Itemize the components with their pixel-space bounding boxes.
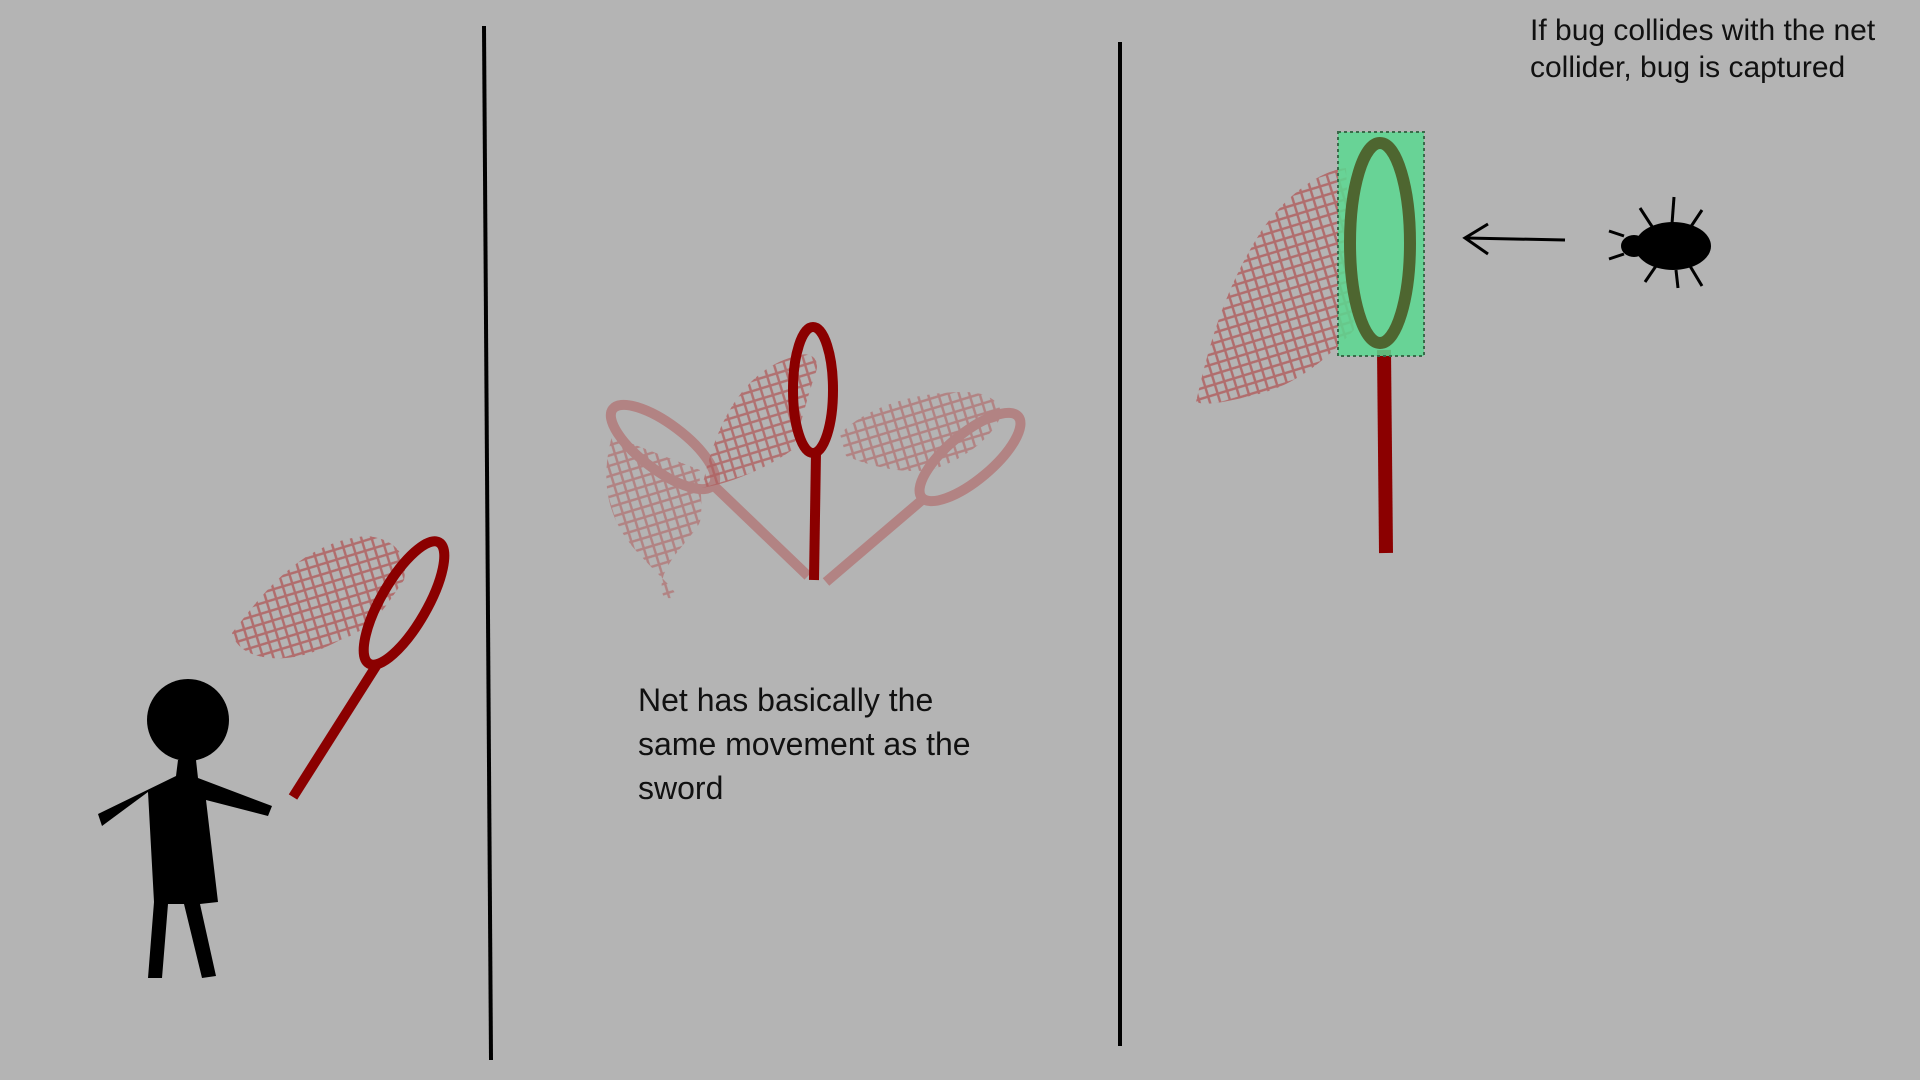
movement-note-line-2: same movement as the (638, 726, 971, 762)
capture-note: If bug collides with the net collider, b… (1530, 12, 1875, 86)
bug-net-held (232, 536, 450, 800)
net-hoop (914, 407, 1026, 507)
net-swing-center (702, 322, 838, 581)
player-body (98, 760, 272, 978)
beetle-icon (1608, 196, 1711, 289)
movement-note-line-1: Net has basically the (638, 682, 934, 718)
net-handle (809, 451, 821, 581)
capture-note-line-1: If bug collides with the net (1530, 14, 1876, 47)
movement-note: Net has basically the same movement as t… (638, 678, 971, 810)
net-mesh (1196, 168, 1354, 404)
player-head (147, 679, 229, 761)
net-hoop (788, 322, 838, 458)
net-handle (1377, 349, 1393, 554)
net-mesh (840, 392, 1001, 472)
net-mesh (232, 536, 405, 659)
arrow-left-icon (1462, 222, 1566, 256)
net-hoop (1344, 137, 1416, 349)
net-handle (706, 478, 812, 580)
net-handle (288, 660, 383, 800)
player-figure (98, 679, 272, 978)
movement-note-line-3: sword (638, 770, 724, 806)
bug-net-collider-demo (1196, 131, 1425, 554)
panel-divider-left (482, 25, 493, 1061)
capture-note-line-2: collider, bug is captured (1530, 51, 1846, 84)
net-hoop (358, 536, 450, 670)
net-swing-right-ghost (822, 392, 1026, 586)
net-handle (822, 496, 926, 586)
net-mesh (606, 436, 702, 599)
